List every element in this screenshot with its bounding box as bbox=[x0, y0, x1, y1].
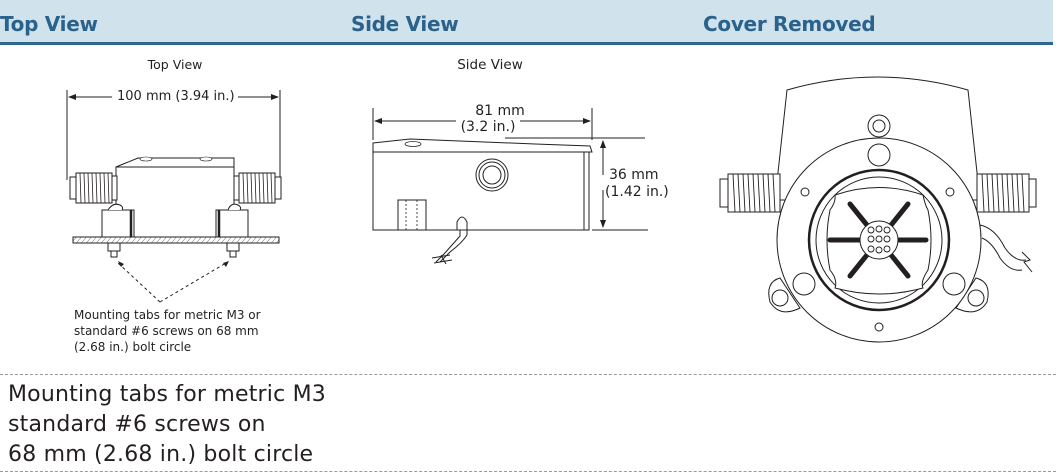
row-divider-bottom bbox=[0, 471, 1056, 472]
side-view-height-in: (1.42 in.) bbox=[605, 184, 669, 200]
footnote-line-1: Mounting tabs for metric M3 bbox=[8, 382, 326, 407]
top-view-width-dimension: 100 mm (3.94 in.) bbox=[114, 88, 238, 106]
side-view-length-mm: 81 mm bbox=[475, 103, 525, 119]
row-divider-top bbox=[0, 374, 1056, 375]
footnote-line-2: standard #6 screws on bbox=[8, 412, 266, 437]
header-cover-removed: Cover Removed bbox=[703, 12, 876, 36]
mounting-footnote: Mounting tabs for metric M3 standard #6 … bbox=[8, 380, 326, 470]
table-header: Top View Side View Cover Removed bbox=[0, 0, 1053, 45]
side-view-height-mm: 36 mm bbox=[609, 167, 659, 183]
header-side-view: Side View bbox=[351, 12, 459, 36]
header-top-view: Top View bbox=[0, 12, 98, 36]
callout-line-1: Mounting tabs for metric M3 or bbox=[74, 308, 261, 322]
side-view-length-in: (3.2 in.) bbox=[456, 118, 520, 136]
top-view-caption: Top View bbox=[147, 57, 203, 72]
callout-line-2: standard #6 screws on 68 mm bbox=[74, 324, 259, 338]
top-view-callout: Mounting tabs for metric M3 or standard … bbox=[74, 307, 261, 355]
footnote-line-3: 68 mm (2.68 in.) bolt circle bbox=[8, 442, 314, 467]
side-view-drawing bbox=[0, 0, 700, 280]
cover-removed-drawing bbox=[700, 50, 1056, 350]
top-view-drawing bbox=[0, 0, 340, 370]
callout-line-3: (2.68 in.) bolt circle bbox=[74, 340, 192, 354]
side-view-caption: Side View bbox=[457, 57, 523, 73]
